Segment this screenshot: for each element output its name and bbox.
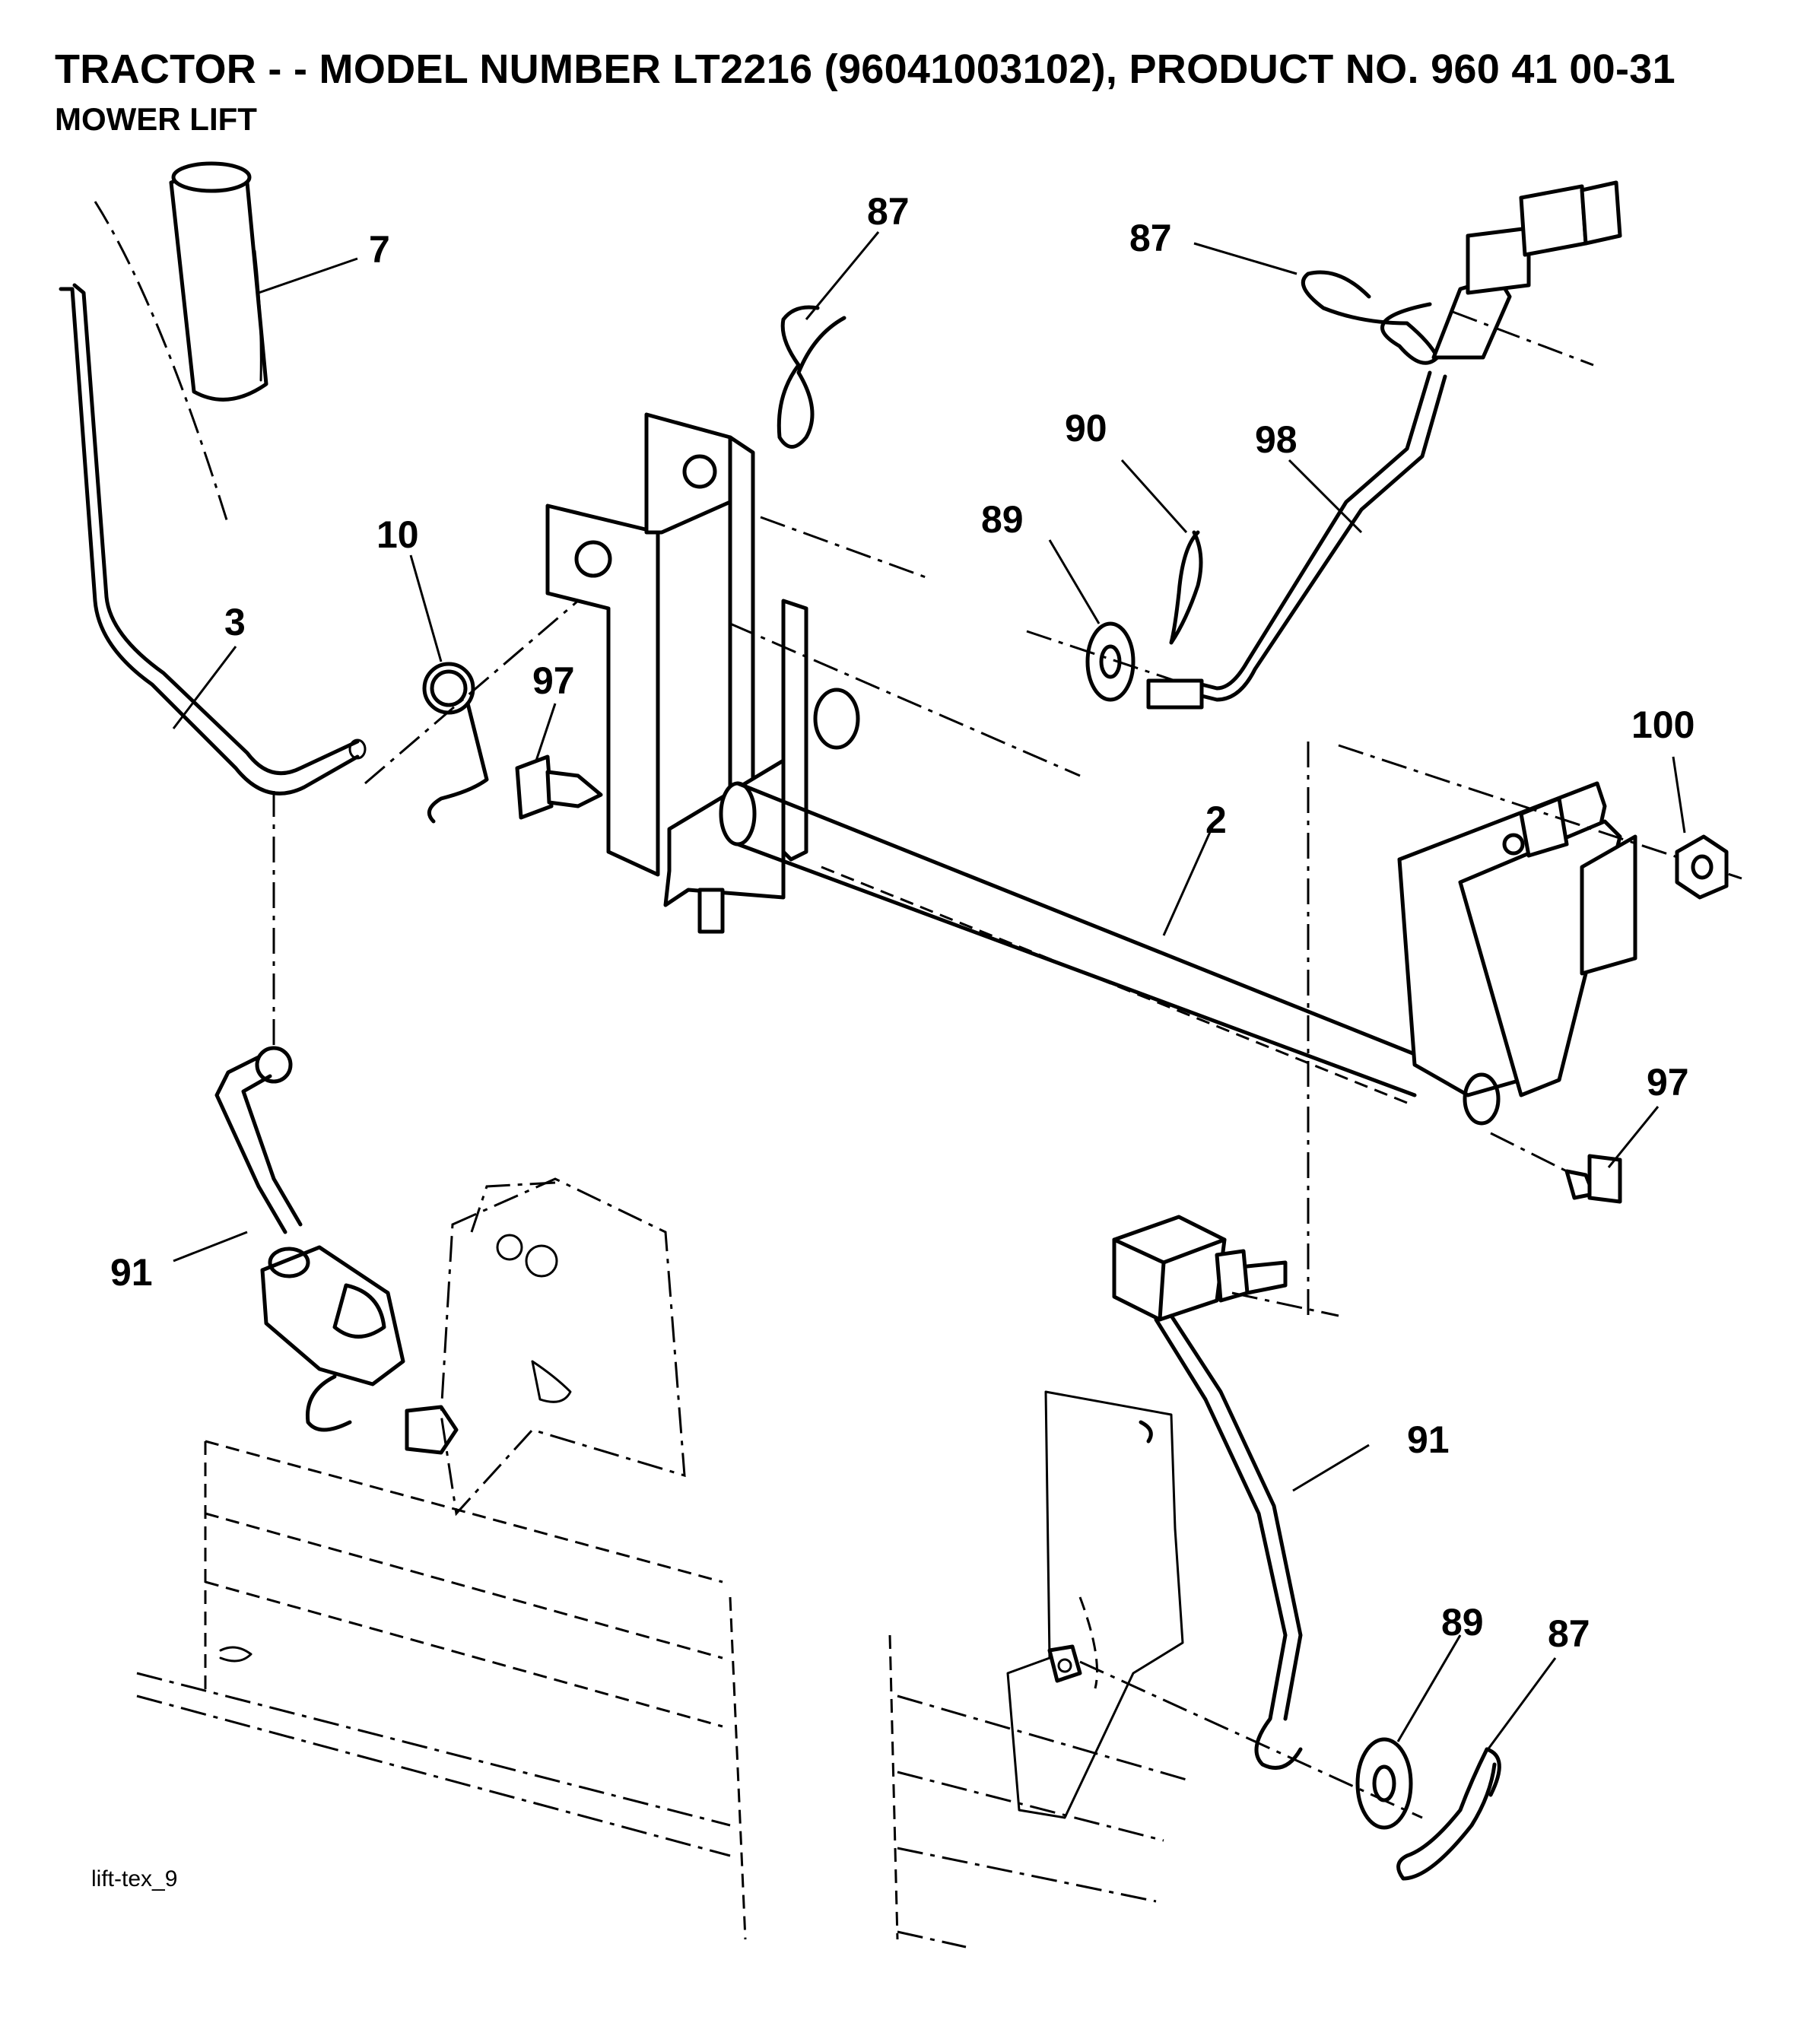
lift-lever: [59, 283, 367, 796]
bolt-right-axis-line: [1490, 1132, 1567, 1173]
callout-2: 2: [1205, 799, 1227, 841]
callout-98: 98: [1255, 418, 1298, 461]
callout-3: 3: [224, 601, 246, 643]
leader-lines: [172, 231, 1686, 1752]
rod-axis-line: [1452, 310, 1594, 367]
bracket-axis-line-2: [729, 622, 1081, 777]
callout-90: 90: [1065, 407, 1107, 449]
figure-id: lift-tex_9: [91, 1866, 178, 1891]
callout-7: 7: [369, 228, 390, 271]
deck-left: [136, 1440, 747, 1940]
handle-grip: [169, 161, 268, 402]
washer-axis-line: [1026, 630, 1187, 686]
deck-right: [888, 1634, 1187, 1949]
callout-87-right: 87: [1129, 217, 1172, 259]
bolt-right: [1564, 1154, 1622, 1204]
nut: [1675, 834, 1729, 900]
callout-89-top: 89: [981, 498, 1024, 541]
callout-87-top: 87: [867, 190, 910, 233]
adjustment-rod: [1146, 180, 1622, 710]
washer-top: [1085, 621, 1136, 702]
deck-bracket-left: [440, 1177, 686, 1517]
lift-link-left: [214, 1046, 459, 1455]
callout-100: 100: [1631, 704, 1695, 746]
callout-10: 10: [376, 513, 419, 556]
deck-bracket-right: [1006, 1390, 1184, 1819]
washer-lower: [1355, 1737, 1413, 1830]
callout-87-lower: 87: [1548, 1612, 1590, 1655]
lift-arm: [1397, 781, 1637, 1126]
callout-89-lower: 89: [1441, 1601, 1484, 1644]
callout-97-left: 97: [532, 659, 575, 702]
callout-91-right: 91: [1407, 1418, 1450, 1461]
hairpin-clip-top: [777, 305, 846, 449]
hairpin-clip-lower: [1396, 1747, 1501, 1881]
bracket-axis-line: [760, 516, 929, 580]
spring-axis-line: [364, 599, 579, 785]
hairpin-clip-right: [1301, 270, 1440, 365]
bracket: [545, 412, 860, 934]
link-right-axis-line: [1231, 1291, 1339, 1317]
bolt-left: [515, 754, 603, 820]
lift-shaft: [719, 781, 1425, 1104]
page-title: TRACTOR - - MODEL NUMBER LT2216 (9604100…: [55, 46, 1675, 92]
callouts: 7 3 10 97 87 87 90 98 89 100 2 97 91 91 …: [110, 190, 1695, 1655]
arm-axis-line: [1338, 744, 1742, 880]
hairpin-clip-90: [1169, 530, 1203, 645]
grip-path-line: [94, 201, 230, 526]
deck-bracket-right-axis: [1079, 1660, 1423, 1819]
page-subtitle: MOWER LIFT: [55, 101, 257, 137]
lift-link-right: [1112, 1215, 1303, 1770]
callout-97-right: 97: [1647, 1061, 1689, 1104]
callout-91-left: 91: [110, 1251, 153, 1294]
